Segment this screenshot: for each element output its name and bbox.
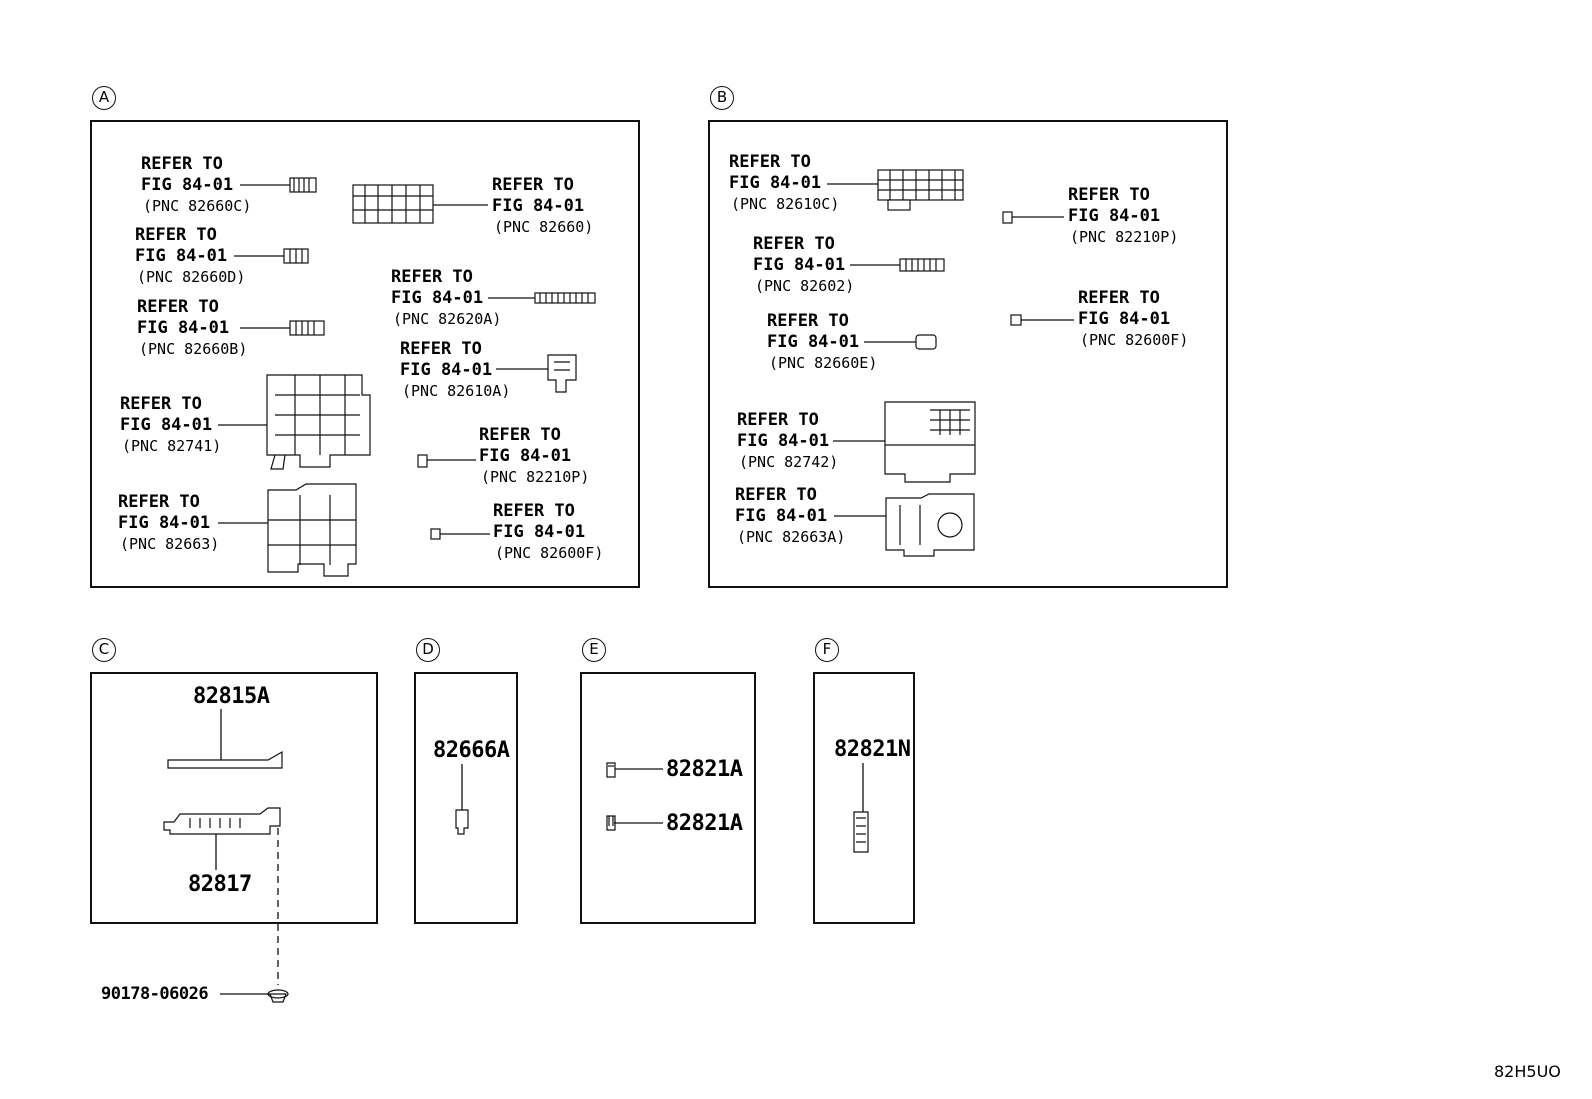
part-number-82817: 82817 [188, 872, 252, 897]
ref-82600f-b: REFER TO FIG 84-01 (PNC 82600F) [1078, 288, 1188, 351]
fig-label: FIG 84-01 [135, 246, 228, 266]
fig-label: FIG 84-01 [391, 288, 484, 308]
refer-to-label: REFER TO [753, 234, 835, 254]
pnc-label: (PNC 82610C) [731, 195, 840, 213]
refer-to-label: REFER TO [493, 501, 575, 521]
section-label-a: A [92, 86, 116, 110]
ref-82742: REFER TO FIG 84-01 (PNC 82742) [737, 410, 838, 473]
section-label-f: F [815, 638, 839, 662]
fig-label: FIG 84-01 [1078, 309, 1171, 329]
pnc-label: (PNC 82660E) [769, 354, 878, 372]
pnc-label: (PNC 82663) [120, 535, 220, 553]
ref-82660b: REFER TO FIG 84-01 (PNC 82660B) [137, 297, 247, 360]
ref-82210p-b: REFER TO FIG 84-01 (PNC 82210P) [1068, 185, 1178, 248]
fig-label: FIG 84-01 [767, 332, 860, 352]
refer-to-label: REFER TO [737, 410, 819, 430]
section-label-e: E [582, 638, 606, 662]
part-number-82815a: 82815A [193, 684, 270, 709]
ref-82660: REFER TO FIG 84-01 (PNC 82660) [492, 175, 593, 238]
refer-to-label: REFER TO [137, 297, 219, 317]
section-label-d: D [416, 638, 440, 662]
ref-82620a: REFER TO FIG 84-01 (PNC 82620A) [391, 267, 501, 330]
fig-label: FIG 84-01 [1068, 206, 1161, 226]
ref-82602: REFER TO FIG 84-01 (PNC 82602) [753, 234, 854, 297]
refer-to-label: REFER TO [120, 394, 202, 414]
ref-82610c: REFER TO FIG 84-01 (PNC 82610C) [729, 152, 839, 215]
refer-to-label: REFER TO [391, 267, 473, 287]
ref-82660c: REFER TO FIG 84-01 (PNC 82660C) [141, 154, 251, 217]
pnc-label: (PNC 82660D) [137, 268, 246, 286]
section-label-c: C [92, 638, 116, 662]
fig-label: FIG 84-01 [118, 513, 211, 533]
pnc-label: (PNC 82663A) [737, 528, 846, 546]
ref-82660e: REFER TO FIG 84-01 (PNC 82660E) [767, 311, 877, 374]
refer-to-label: REFER TO [492, 175, 574, 195]
pnc-label: (PNC 82660C) [143, 197, 252, 215]
part-number-90178-06026: 90178-06026 [101, 984, 209, 1004]
part-number-82821a-lower: 82821A [666, 811, 743, 836]
pnc-label: (PNC 82600F) [1080, 331, 1189, 349]
section-label-b: B [710, 86, 734, 110]
fig-label: FIG 84-01 [735, 506, 828, 526]
fig-label: FIG 84-01 [137, 318, 230, 338]
pnc-label: (PNC 82600F) [495, 544, 604, 562]
ref-82610a: REFER TO FIG 84-01 (PNC 82610A) [400, 339, 510, 402]
fig-label: FIG 84-01 [120, 415, 213, 435]
pnc-label: (PNC 82210P) [1070, 228, 1179, 246]
panel-d [414, 672, 518, 924]
ref-82663: REFER TO FIG 84-01 (PNC 82663) [118, 492, 219, 555]
part-number-82821a-upper: 82821A [666, 757, 743, 782]
fig-label: FIG 84-01 [479, 446, 572, 466]
pnc-label: (PNC 82620A) [393, 310, 502, 328]
refer-to-label: REFER TO [767, 311, 849, 331]
refer-to-label: REFER TO [118, 492, 200, 512]
diagram-code: 82H5UO [1494, 1062, 1561, 1081]
refer-to-label: REFER TO [1068, 185, 1150, 205]
ref-82600f-a: REFER TO FIG 84-01 (PNC 82600F) [493, 501, 603, 564]
fig-label: FIG 84-01 [492, 196, 585, 216]
refer-to-label: REFER TO [400, 339, 482, 359]
ref-82663a: REFER TO FIG 84-01 (PNC 82663A) [735, 485, 845, 548]
panel-e [580, 672, 756, 924]
fig-label: FIG 84-01 [753, 255, 846, 275]
refer-to-label: REFER TO [729, 152, 811, 172]
fig-label: FIG 84-01 [141, 175, 234, 195]
fig-label: FIG 84-01 [400, 360, 493, 380]
pnc-label: (PNC 82610A) [402, 382, 511, 400]
pnc-label: (PNC 82742) [739, 453, 839, 471]
panel-c [90, 672, 378, 924]
ref-82660d: REFER TO FIG 84-01 (PNC 82660D) [135, 225, 245, 288]
ref-82210p-a: REFER TO FIG 84-01 (PNC 82210P) [479, 425, 589, 488]
panel-f [813, 672, 915, 924]
part-number-82666a: 82666A [433, 738, 510, 763]
ref-82741: REFER TO FIG 84-01 (PNC 82741) [120, 394, 221, 457]
fig-label: FIG 84-01 [737, 431, 830, 451]
fig-label: FIG 84-01 [493, 522, 586, 542]
refer-to-label: REFER TO [735, 485, 817, 505]
refer-to-label: REFER TO [1078, 288, 1160, 308]
pnc-label: (PNC 82210P) [481, 468, 590, 486]
refer-to-label: REFER TO [479, 425, 561, 445]
refer-to-label: REFER TO [135, 225, 217, 245]
pnc-label: (PNC 82660) [494, 218, 594, 236]
refer-to-label: REFER TO [141, 154, 223, 174]
pnc-label: (PNC 82660B) [139, 340, 248, 358]
part-number-82821n: 82821N [834, 737, 911, 762]
pnc-label: (PNC 82741) [122, 437, 222, 455]
pnc-label: (PNC 82602) [755, 277, 855, 295]
fig-label: FIG 84-01 [729, 173, 822, 193]
